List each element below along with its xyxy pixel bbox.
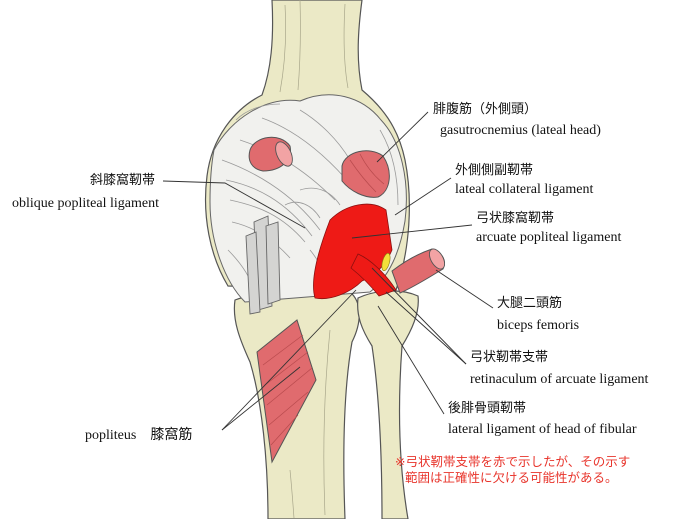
label-biceps-jp: 大腿二頭筋: [497, 295, 563, 310]
label-oblique-en: oblique popliteal ligament: [12, 196, 159, 211]
yellow-structure: [381, 252, 391, 272]
label-fibular-head-en: lateral ligament of head of fibular: [448, 422, 637, 437]
label-biceps-en: biceps femoris: [497, 318, 580, 333]
leader-retinaculum-2: [371, 267, 467, 365]
fibula: [357, 290, 419, 519]
gastrocnemius-lateral-fibers: [349, 153, 385, 193]
leader-oblique: [162, 180, 306, 229]
leader-popliteus-1: [221, 366, 301, 431]
medial-tendon-2: [265, 221, 281, 305]
femur-shading: [279, 0, 349, 93]
popliteus-muscle: [256, 319, 317, 464]
label-oblique-jp: 斜膝窩靭帯: [90, 172, 156, 187]
note-line-1: ※弓状靭帯支帯を赤で示したが、その示す: [395, 454, 631, 469]
label-lateral-collateral-en: lateal collateral ligament: [455, 182, 594, 197]
label-arcuate-en: arcuate popliteal ligament: [476, 230, 622, 245]
arcuate-ligament-retinaculum: [350, 253, 397, 297]
tibia-shading: [289, 329, 331, 519]
gastrocnemius-lateral-head: [341, 150, 390, 198]
leader-lines: [162, 111, 494, 431]
leader-arcuate: [351, 224, 473, 239]
leader-biceps: [435, 269, 494, 309]
leader-fibular-head: [377, 305, 445, 415]
note-line-2: 範囲は正確性に欠ける可能性がある。: [405, 470, 618, 485]
biceps-femoris-cut: [428, 248, 446, 270]
gastrocnemius-medial-cut: [275, 141, 293, 167]
label-gastrocnemius-en: gasutrocnemius (lateal head): [440, 123, 601, 138]
label-popliteus: popliteus 膝窩筋: [85, 428, 193, 443]
label-retinaculum-en: retinaculum of arcuate ligament: [470, 372, 649, 387]
leader-retinaculum-1: [385, 291, 467, 365]
label-retinaculum-jp: 弓状靭帯支帯: [470, 349, 549, 364]
popliteus-fibers: [262, 334, 313, 446]
leader-popliteus-2: [221, 289, 357, 431]
label-lateral-collateral-jp: 外側側副靭帯: [455, 162, 534, 177]
medial-tendon-3: [245, 231, 261, 315]
label-arcuate-jp: 弓状膝窩靭帯: [476, 210, 555, 225]
leader-gastrocnemius: [376, 111, 429, 163]
label-fibular-head-jp: 後腓骨頭靭帯: [448, 400, 527, 415]
label-gastrocnemius-jp: 腓腹筋（外側頭）: [433, 101, 538, 116]
leader-lateral-collateral: [394, 177, 452, 216]
